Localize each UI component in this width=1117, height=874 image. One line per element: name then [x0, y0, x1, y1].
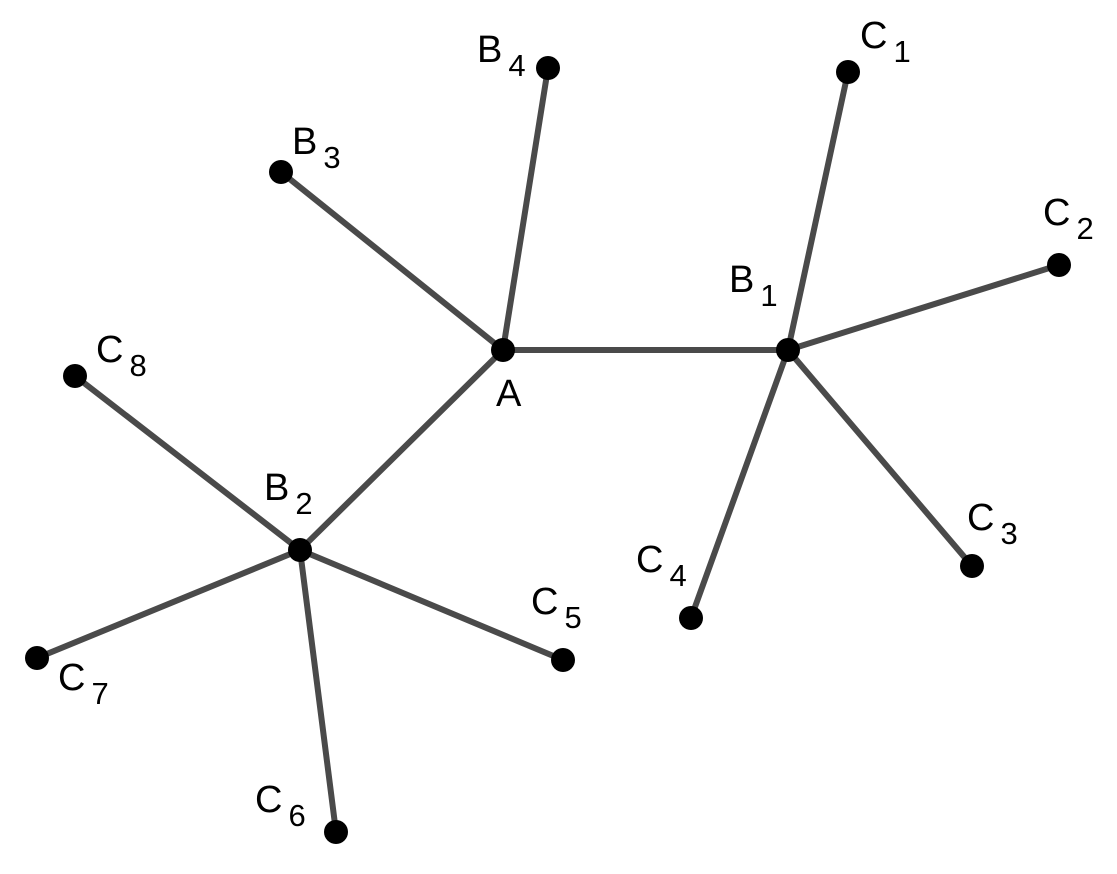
nodes-layer: [25, 56, 1071, 844]
edge-b2-c5: [297, 547, 566, 663]
node-label-subscript-c7: 7: [91, 676, 108, 711]
node-c2: [1047, 253, 1071, 277]
node-b4: [536, 56, 560, 80]
node-b1: [776, 338, 800, 362]
node-label-subscript-b4: 4: [508, 48, 525, 83]
node-label-subscript-c8: 8: [129, 348, 146, 383]
node-b3: [269, 160, 293, 184]
node-label-subscript-b2: 2: [295, 486, 312, 521]
node-c5: [551, 648, 575, 672]
node-c7: [25, 646, 49, 670]
node-label-subscript-c6: 6: [288, 798, 305, 833]
node-label-subscript-c4: 4: [669, 558, 686, 593]
node-c1: [836, 60, 860, 84]
node-label-subscript-c1: 1: [893, 34, 910, 69]
node-label-a: A: [496, 373, 522, 415]
node-a: [491, 338, 515, 362]
node-label-subscript-b1: 1: [760, 278, 777, 313]
edge-b1-c4: [688, 347, 791, 621]
node-label-subscript-b3: 3: [323, 140, 340, 175]
node-label-subscript-c5: 5: [564, 600, 581, 635]
node-b2: [288, 538, 312, 562]
edge-a-b3: [278, 169, 506, 353]
edges-layer: [34, 65, 1062, 835]
edge-b1-c3: [785, 347, 975, 569]
node-label-subscript-c3: 3: [1000, 516, 1017, 551]
edge-b2-c7: [34, 547, 303, 661]
node-c3: [960, 554, 984, 578]
node-label-subscript-c2: 2: [1076, 211, 1093, 246]
edge-a-b4: [500, 65, 551, 353]
edge-b1-c1: [785, 69, 851, 353]
node-c8: [63, 364, 87, 388]
edge-b2-c6: [297, 547, 339, 835]
edge-b1-c2: [785, 262, 1062, 353]
edge-b2-c8: [72, 373, 303, 553]
node-c4: [679, 606, 703, 630]
edge-a-b2: [297, 347, 506, 553]
node-c6: [324, 820, 348, 844]
